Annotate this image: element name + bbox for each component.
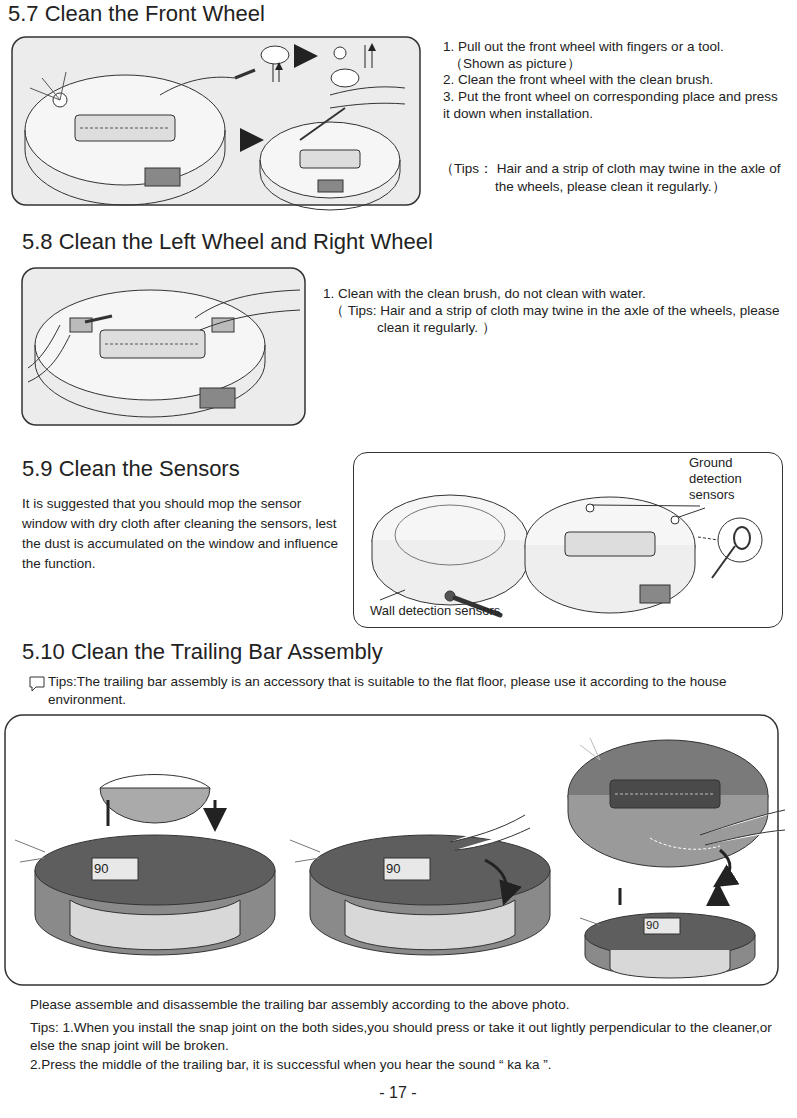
- section-heading: 5.10 Clean the Trailing Bar Assembly: [22, 638, 582, 666]
- front-wheel-illustration: [273, 64, 279, 82]
- trailing-bar-illustration: [580, 738, 600, 760]
- front-wheel-illustration: [295, 55, 312, 58]
- front-wheel-illustration: [334, 47, 346, 59]
- side-wheel-illustration: [35, 290, 265, 400]
- section-heading: 5.9 Clean the Sensors: [22, 455, 342, 483]
- illustration-frame: Ground detection sensorsWall detection s…: [353, 452, 783, 628]
- trailing-bar-illustration: [92, 858, 138, 880]
- front-wheel-illustration: [160, 77, 235, 95]
- front-wheel-illustration: [331, 69, 359, 87]
- body-text: It is suggested that you should mop the …: [22, 494, 347, 574]
- sensor-illustration: [592, 505, 705, 517]
- sensor-illustration: [395, 505, 505, 565]
- sensor-illustration: [718, 518, 762, 562]
- side-wheel-illustration: [100, 330, 205, 358]
- trailing-bar-illustration: [384, 858, 430, 880]
- sensor-illustration: [698, 537, 718, 540]
- part-label: Ground detection sensors: [689, 455, 769, 503]
- sensor-illustration: [640, 585, 670, 603]
- sensor-illustration: [671, 516, 679, 524]
- tip-note: Tips: 1.When you install the snap joint …: [30, 1019, 780, 1055]
- trailing-bar-illustration: [700, 810, 785, 845]
- side-wheel-illustration: [85, 316, 112, 322]
- side-wheel-illustration: [22, 268, 305, 425]
- trailing-bar-illustration: [15, 840, 45, 862]
- sensor-illustration: [380, 590, 405, 600]
- step-text: 2. Clean the front wheel with the clean …: [443, 71, 793, 88]
- step-text: 1. Clean with the clean brush, do not cl…: [323, 285, 793, 302]
- sensor-illustration: [712, 546, 735, 578]
- trailing-bar-illustration: [290, 840, 320, 862]
- front-wheel-illustration: [318, 180, 343, 192]
- side-wheel-illustration: [195, 290, 300, 330]
- front-wheel-illustration: [80, 128, 170, 129]
- front-wheel-illustration: [30, 72, 66, 100]
- trailing-bar-illustration: [100, 788, 210, 823]
- trailing-bar-illustration: [345, 900, 515, 950]
- front-wheel-illustration: [235, 70, 255, 78]
- page-number: - 17 -: [348, 1083, 448, 1103]
- trailing-bar-illustration: [100, 775, 210, 789]
- trailing-bar-illustration: [644, 918, 680, 934]
- front-wheel-illustration: [330, 87, 405, 108]
- trailing-bar-illustration: [580, 918, 600, 925]
- trailing-bar-illustration: [485, 860, 507, 900]
- trailing-bar-illustration: [718, 850, 730, 884]
- sensor-illustration: [372, 540, 528, 605]
- trailing-bar-illustration: [450, 815, 530, 850]
- angle-label: 90: [646, 918, 678, 933]
- body-text: Please assemble and disassemble the trai…: [30, 996, 780, 1014]
- sensor-illustration: [565, 532, 655, 556]
- angle-label: 90: [386, 860, 428, 877]
- step-text: 1. Pull out the front wheel with fingers…: [443, 38, 765, 72]
- front-wheel-illustration: [240, 139, 258, 142]
- tip-note: Tips:The trailing bar assembly is an acc…: [48, 673, 788, 709]
- front-wheel-illustration: [300, 150, 360, 168]
- trailing-bar-illustration: [610, 780, 720, 808]
- trailing-bar-illustration: [5, 715, 785, 985]
- front-wheel-illustration: [260, 122, 400, 198]
- sensor-illustration: [372, 495, 762, 615]
- side-wheel-illustration: [28, 325, 70, 382]
- tip-note: 2.Press the middle of the trailing bar, …: [30, 1056, 780, 1074]
- trailing-bar-illustration: [610, 950, 730, 978]
- section-heading: 5.8 Clean the Left Wheel and Right Wheel: [22, 228, 582, 256]
- angle-label: 90: [94, 860, 136, 877]
- trailing-bar-illustration: [310, 835, 550, 905]
- trailing-bar-illustration: [35, 835, 275, 905]
- front-wheel-illustration: [261, 46, 289, 64]
- front-wheel-illustration: [75, 115, 175, 141]
- trailing-bar-illustration: [70, 900, 240, 950]
- section-heading: 5.7 Clean the Front Wheel: [8, 0, 428, 28]
- sensor-illustration: [734, 527, 750, 549]
- tips-icon: [30, 677, 44, 691]
- front-wheel-illustration: [145, 168, 180, 186]
- side-wheel-illustration: [105, 344, 200, 345]
- side-wheel-illustration: [22, 268, 305, 425]
- part-label: Wall detection sensors: [370, 603, 570, 619]
- tips-icon: [30, 677, 44, 691]
- front-wheel-illustration: [12, 37, 420, 210]
- front-wheel-illustration: [365, 45, 372, 68]
- trailing-bar-illustration: [5, 715, 778, 985]
- tip-note: （Tips： Hair and a strip of cloth may twi…: [440, 160, 790, 196]
- step-text: 3. Put the front wheel on corresponding …: [443, 88, 788, 122]
- front-wheel-illustration: [12, 37, 420, 205]
- trailing-bar-illustration: [615, 794, 715, 795]
- trailing-bar-illustration: [108, 800, 215, 826]
- front-wheel-illustration: [25, 75, 225, 185]
- side-wheel-illustration: [200, 388, 235, 408]
- front-wheel-illustration: [300, 108, 345, 140]
- tip-note: （ Tips: Hair and a strip of cloth may tw…: [330, 302, 780, 336]
- trailing-bar-illustration: [620, 888, 718, 905]
